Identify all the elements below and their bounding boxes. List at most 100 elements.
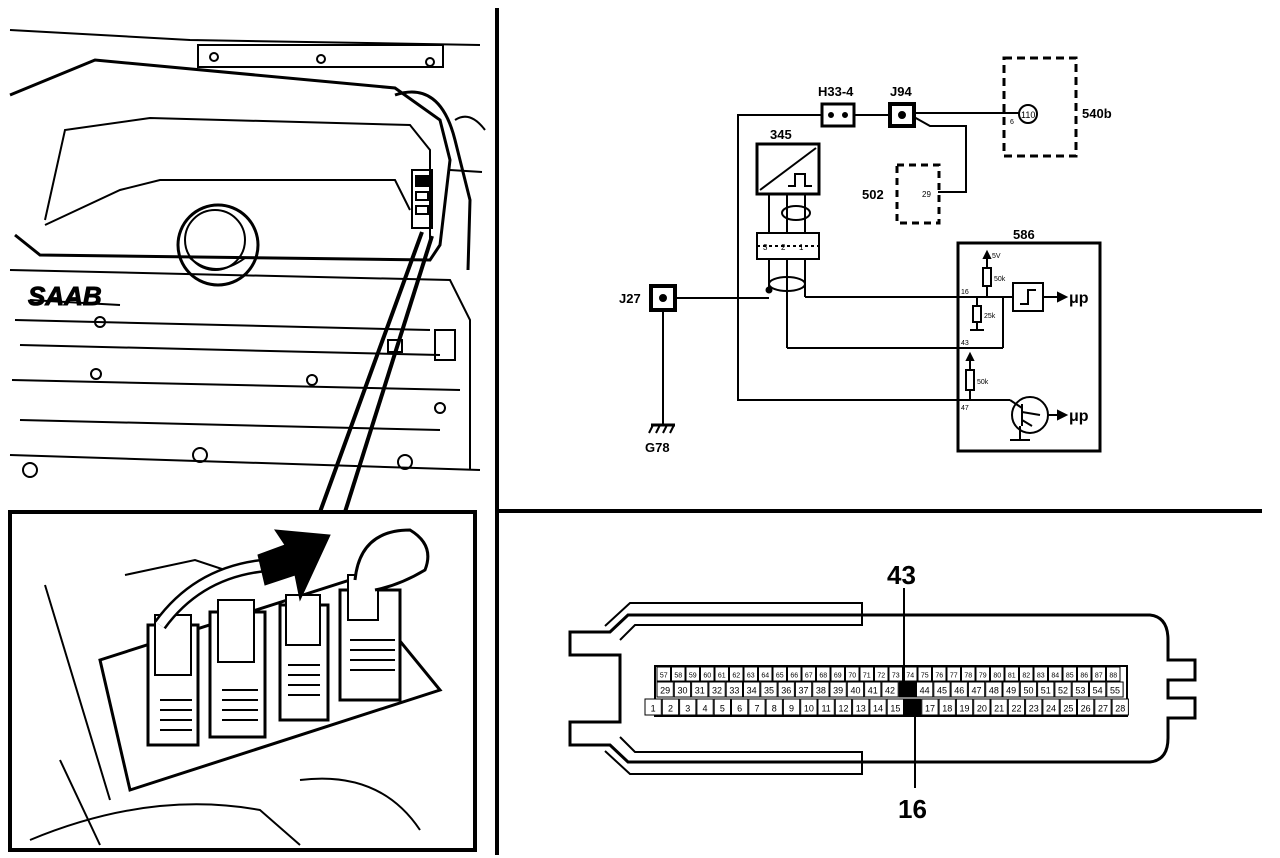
pin-number: 6 xyxy=(737,704,742,714)
label-up-2: μp xyxy=(1069,408,1089,425)
pin-number: 44 xyxy=(920,686,930,696)
pin-number: 45 xyxy=(937,686,947,696)
pin-number: 83 xyxy=(1037,673,1045,680)
pin-cell xyxy=(881,681,899,698)
pin-cell xyxy=(961,666,976,682)
pin-number: 76 xyxy=(935,673,943,680)
component-502-box xyxy=(895,163,941,225)
pin-number: 28 xyxy=(1115,704,1125,714)
pin-number: 58 xyxy=(674,673,682,680)
label-pin-16: 16 xyxy=(961,289,969,296)
pin-number: 10 xyxy=(804,704,814,714)
pin-number: 31 xyxy=(695,686,705,696)
pin-cell xyxy=(679,698,697,716)
pin-cell xyxy=(772,666,787,682)
pin-cell xyxy=(729,666,744,682)
pin-cell xyxy=(985,681,1003,698)
pin-cell xyxy=(916,681,934,698)
callout-16: 16 xyxy=(898,794,927,824)
pin-cell xyxy=(886,698,905,716)
pin-number: 65 xyxy=(776,673,784,680)
pin-cell xyxy=(817,698,835,716)
pin-number: 48 xyxy=(989,686,999,696)
inset-connector-4 xyxy=(338,574,402,702)
pin-cell xyxy=(1048,666,1063,682)
label-pin-47: 47 xyxy=(961,405,969,412)
inset-connector-3 xyxy=(278,594,330,722)
pin-cell xyxy=(765,698,783,716)
pin-number: 1 xyxy=(651,704,656,714)
pin-number: 81 xyxy=(1008,673,1016,680)
pin-number: 9 xyxy=(789,704,794,714)
pin-cell xyxy=(1089,681,1107,698)
pin-cell xyxy=(700,666,715,682)
pin-number: 4 xyxy=(703,704,708,714)
pin-cell xyxy=(955,698,974,716)
pin-cell xyxy=(904,698,922,716)
ground-g78-symbol xyxy=(648,423,675,434)
pin-cell xyxy=(794,681,813,698)
pin-number: 60 xyxy=(703,673,711,680)
pin-cell xyxy=(812,681,830,698)
pin-number: 47 xyxy=(972,686,982,696)
pin-cell xyxy=(671,666,686,682)
pin-number: 15 xyxy=(890,704,900,714)
pin-number: 54 xyxy=(1093,686,1103,696)
pin-cell xyxy=(696,698,714,716)
pin-number: 7 xyxy=(754,704,759,714)
pin-number: 87 xyxy=(1095,673,1103,680)
label-up-1: μp xyxy=(1069,290,1089,307)
pin-number: 23 xyxy=(1029,704,1039,714)
label-pin-6: 6 xyxy=(1010,119,1014,126)
pin-cell xyxy=(990,698,1008,716)
pin-cell xyxy=(1054,681,1072,698)
engine-bay-illustration xyxy=(9,29,486,478)
pin-number: 3 xyxy=(685,704,690,714)
pin-number: 40 xyxy=(850,686,860,696)
pin-number: 55 xyxy=(1110,686,1120,696)
pin-cell xyxy=(829,681,847,698)
label-5v: 5V xyxy=(992,253,1001,260)
pin-number: 86 xyxy=(1080,673,1088,680)
pin-number: 37 xyxy=(799,686,809,696)
pin-cell xyxy=(950,681,968,698)
pin-cell xyxy=(864,681,882,698)
label-pin-43: 43 xyxy=(961,340,969,347)
pin-cell xyxy=(731,698,749,716)
pin-number: 63 xyxy=(747,673,755,680)
pin-cell xyxy=(760,681,778,698)
pin-number: 5 xyxy=(720,704,725,714)
pin-number: 71 xyxy=(863,673,871,680)
pin-cell xyxy=(1111,698,1129,716)
pin-number: 80 xyxy=(993,673,1001,680)
pin-number: 85 xyxy=(1066,673,1074,680)
wiring-schematic xyxy=(648,56,1102,453)
pin-number: 35 xyxy=(764,686,774,696)
pin-number: 38 xyxy=(816,686,826,696)
pin-number: 34 xyxy=(747,686,757,696)
pin-number: 27 xyxy=(1098,704,1108,714)
pin-cell xyxy=(1042,698,1060,716)
pin-number: 51 xyxy=(1041,686,1051,696)
pin-cell xyxy=(713,698,732,716)
pin-cell xyxy=(691,681,709,698)
label-j27: J27 xyxy=(619,291,641,306)
pin-number: 75 xyxy=(921,673,929,680)
pin-cell xyxy=(846,681,865,698)
pin-cell xyxy=(673,681,692,698)
pin-number: 41 xyxy=(868,686,878,696)
pin-number: 73 xyxy=(892,673,900,680)
pin-cell xyxy=(921,698,939,716)
pin-cell xyxy=(874,666,889,682)
pin-number: 77 xyxy=(950,673,958,680)
pin-number: 22 xyxy=(1011,704,1021,714)
pin-number: 46 xyxy=(954,686,964,696)
pin-number: 61 xyxy=(718,673,726,680)
label-586: 586 xyxy=(1013,227,1035,242)
pin-cell xyxy=(852,698,870,716)
label-pin-1: 1 xyxy=(799,243,804,252)
pin-number: 18 xyxy=(942,704,952,714)
label-50k-a: 50k xyxy=(994,276,1006,283)
connector-inset xyxy=(8,510,477,852)
pin-number: 53 xyxy=(1075,686,1085,696)
